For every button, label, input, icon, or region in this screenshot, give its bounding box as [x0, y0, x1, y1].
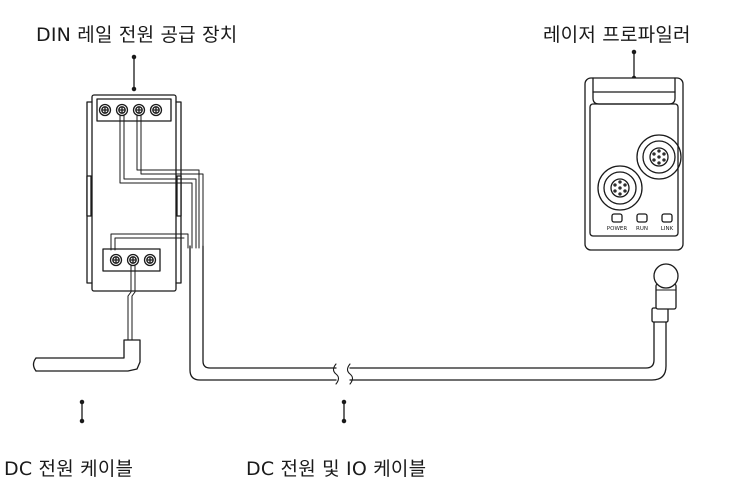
leader-dc-power-cable: [79, 399, 85, 424]
leader-dc-power-io-cable: [341, 399, 347, 424]
connector-port-lower: [597, 165, 643, 211]
top-terminals: [98, 103, 163, 117]
label-laser-profiler: 레이저 프로파일러: [543, 24, 691, 46]
leader-din-power: [131, 54, 137, 92]
leader-laser-profiler: [631, 49, 637, 81]
link-led-icon: [661, 213, 673, 223]
label-dc-power-cable: DC 전원 케이블: [4, 458, 134, 480]
laser-profiler: POWER RUN LINK: [584, 77, 684, 251]
indicator-run: RUN: [636, 226, 648, 232]
label-din-power-supply: DIN 레일 전원 공급 장치: [36, 24, 238, 46]
run-led-icon: [636, 213, 648, 223]
connector-port-upper: [636, 134, 682, 180]
dc-power-cable: [32, 339, 141, 372]
leader-lines: [79, 49, 637, 424]
label-dc-power-io-cable: DC 전원 및 IO 케이블: [246, 458, 427, 480]
bottom-terminals: [109, 253, 157, 267]
indicator-link: LINK: [661, 226, 674, 232]
indicator-power: POWER: [607, 226, 628, 232]
internal-wires: [110, 115, 204, 343]
dc-power-io-cable: [189, 245, 679, 385]
din-rail-power-supply: [86, 94, 182, 292]
power-led-icon: [611, 213, 623, 223]
